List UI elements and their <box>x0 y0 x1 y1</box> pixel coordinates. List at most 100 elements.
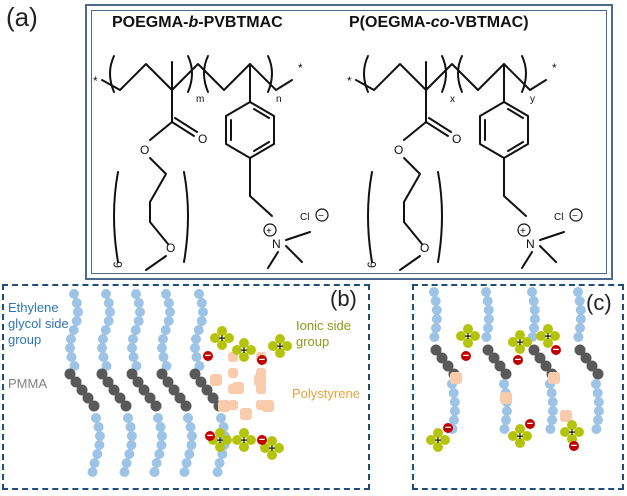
ionic-bead <box>440 435 450 445</box>
ethylene-bead <box>185 422 196 432</box>
panel-a-label: (a) <box>6 2 38 32</box>
left-sub-n: n <box>276 94 282 105</box>
ionic-group: + <box>269 443 275 455</box>
ionic-bead <box>508 337 518 347</box>
ionic-bead <box>456 331 466 341</box>
anion-sign: − <box>259 434 265 446</box>
ionic-bead <box>560 427 570 437</box>
pmma-bead <box>482 344 494 356</box>
ionic-bead <box>536 331 546 341</box>
ethylene-bead <box>156 431 167 441</box>
pmma-bead <box>580 352 592 364</box>
ethylene-bead <box>163 298 174 308</box>
pmma-bead <box>76 384 88 396</box>
pmma-bead <box>207 392 219 404</box>
ethylene-bead <box>499 424 510 434</box>
ethylene-bead <box>98 352 109 362</box>
ethylene-bead <box>104 307 115 317</box>
right-sub-6: 6 <box>365 261 379 268</box>
ethylene-bead <box>124 449 135 459</box>
ethylene-bead <box>92 449 103 459</box>
left-sub-m: m <box>196 94 204 105</box>
ethylene-bead <box>483 323 494 333</box>
pmma-bead <box>586 360 598 372</box>
ethylene-bead <box>94 431 105 441</box>
panel-c-frame <box>412 284 624 490</box>
ionic-bead <box>463 338 473 348</box>
pmma-bead <box>156 368 168 380</box>
ionic-bead <box>260 443 270 453</box>
anion-bead <box>203 351 213 361</box>
ionic-bead <box>246 345 256 355</box>
ethylene-bead <box>593 415 604 425</box>
pmma-bead <box>534 352 546 364</box>
ethylene-bead <box>160 325 171 335</box>
pmma-bead <box>70 376 82 388</box>
ionic-bead <box>239 338 249 348</box>
pmma-bead <box>144 392 156 404</box>
ethylene-bead <box>97 343 108 353</box>
ionic-group: + <box>465 331 471 343</box>
ionic-bead <box>222 435 232 445</box>
anion-sign: − <box>553 344 559 356</box>
ethylene-bead <box>501 406 512 416</box>
pmma-bead <box>120 400 132 412</box>
ionic-bead <box>515 344 525 354</box>
polystyrene-block <box>560 410 572 422</box>
pmma-bead <box>108 384 120 396</box>
panel-c-label: (c) <box>586 290 612 315</box>
ethylene-bead <box>529 305 540 315</box>
ethylene-bead <box>158 352 169 362</box>
ethylene-bead <box>431 323 442 333</box>
ethylene-bead <box>91 413 101 423</box>
right-sub-x: x <box>450 94 455 105</box>
ethylene-bead <box>156 440 167 450</box>
ethylene-bead <box>529 314 540 324</box>
right-N-plus: + <box>520 226 526 237</box>
ethylene-bead <box>101 361 112 371</box>
polystyrene-block <box>256 384 266 394</box>
left-O-ether: O <box>166 241 175 255</box>
polystyrene-block <box>228 384 238 394</box>
ethylene-bead <box>481 332 492 342</box>
ionic-group: + <box>241 345 247 357</box>
pmma-bead <box>174 392 186 404</box>
ethylene-bead <box>449 397 460 407</box>
ethylene-bead <box>184 449 195 459</box>
ethylene-bead <box>547 415 558 425</box>
polystyrene-block <box>256 368 266 378</box>
pmma-bead <box>150 400 162 412</box>
ethylene-bead <box>126 431 137 441</box>
polystyrene-block <box>500 392 512 404</box>
ionic-bead <box>210 333 220 343</box>
ionic-bead <box>522 431 532 441</box>
ethylene-bead <box>128 352 139 362</box>
anion-bead <box>551 345 561 355</box>
ionic-bead <box>515 438 525 448</box>
ethylene-bead <box>194 361 205 371</box>
ethylene-bead <box>131 289 141 299</box>
ethylene-bead <box>591 379 601 389</box>
ethylene-bead <box>149 467 160 477</box>
panel-b-frame <box>2 284 370 490</box>
anion-sign: − <box>445 422 451 434</box>
ethylene-bead <box>212 467 223 477</box>
pmma-bead <box>138 384 150 396</box>
ionic-bead <box>232 345 242 355</box>
pmma-bead <box>494 360 506 372</box>
ethylene-bead <box>430 296 441 306</box>
right-Cl-minus: − <box>572 211 578 222</box>
ionic-bead <box>522 337 532 347</box>
pmma-bead <box>82 392 94 404</box>
anion-bead <box>205 431 215 441</box>
ethylene-bead <box>71 298 82 308</box>
left-Cl: Cl <box>300 212 309 223</box>
ethylene-bead <box>121 458 132 468</box>
ionic-bead <box>239 442 249 452</box>
ethylene-bead <box>125 422 136 432</box>
ethylene-bead <box>431 305 442 315</box>
ethylene-bead <box>126 440 137 450</box>
anion-bead <box>513 355 523 365</box>
panel-a-frame <box>85 4 613 280</box>
ethylene-bead <box>429 332 440 342</box>
